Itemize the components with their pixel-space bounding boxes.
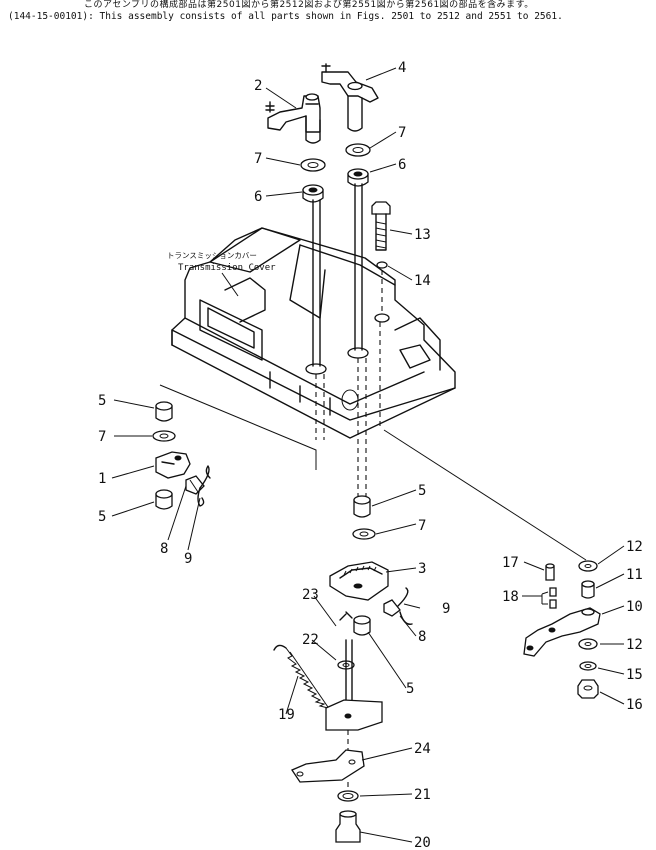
callout-7: 7 — [418, 518, 426, 534]
washer-part-7-upper-left — [300, 158, 326, 172]
callout-7: 7 — [398, 125, 406, 141]
callout-12: 12 — [626, 637, 643, 653]
right-shaft-hidden — [357, 358, 367, 500]
callout-24: 24 — [414, 741, 431, 757]
header-english-note: (144-15-00101): This assembly consists o… — [8, 11, 563, 22]
callout-21: 21 — [414, 787, 431, 803]
lever-part-4 — [321, 63, 379, 132]
callout-10: 10 — [626, 599, 643, 615]
callout-5: 5 — [406, 681, 414, 697]
callout-8: 8 — [160, 541, 168, 557]
callout-23: 23 — [302, 587, 319, 603]
washer-part-7-upper-right — [345, 143, 371, 157]
callout-16: 16 — [626, 697, 643, 713]
washer-part-12-lower — [578, 638, 598, 650]
bushing-part-5-left-upper — [155, 401, 173, 422]
assembly-boundary-left — [159, 384, 317, 470]
plate-part-lower — [325, 699, 383, 731]
callout-4: 4 — [398, 60, 406, 76]
callout-2: 2 — [254, 78, 262, 94]
wire-part-9-left-tail — [197, 487, 205, 507]
nut-part-16 — [577, 679, 599, 699]
callout-3: 3 — [418, 561, 426, 577]
fitting-part-20 — [335, 810, 361, 843]
o-ring-part-14 — [376, 261, 388, 269]
pins-part-18 — [534, 587, 557, 609]
callout-6: 6 — [398, 157, 406, 173]
callout-11: 11 — [626, 567, 643, 583]
seal-part-6-right — [347, 168, 369, 187]
callout-6: 6 — [254, 189, 262, 205]
callout-17: 17 — [502, 555, 519, 571]
seal-part-6-left — [302, 184, 324, 203]
cover-label-japanese: トランスミッションカバー — [167, 251, 257, 260]
callout-13: 13 — [414, 227, 431, 243]
callout-7: 7 — [254, 151, 262, 167]
shaft-left — [312, 199, 321, 367]
screw-part-8-left — [185, 475, 205, 495]
callout-9: 9 — [442, 601, 450, 617]
assembly-boundary-right — [383, 429, 587, 561]
washer-part-12-upper — [578, 560, 598, 572]
callout-20: 20 — [414, 835, 431, 850]
cover-label-english: Transmission Cover — [178, 263, 276, 273]
header-japanese-note: このアセンブリの構成部品は第2501図から第2512図および第2551図から第2… — [84, 0, 534, 10]
callout-22: 22 — [302, 632, 319, 648]
lever-part-1 — [155, 451, 191, 479]
lever-part-10 — [523, 607, 601, 657]
bolt-part-13 — [371, 201, 391, 251]
bushing-part-11 — [581, 580, 595, 599]
washer-part-7-center — [352, 528, 376, 540]
left-shaft-hidden — [315, 374, 325, 440]
cover-label-leader — [221, 272, 239, 297]
callout-9: 9 — [184, 551, 192, 567]
wire-part-9-center — [397, 587, 413, 625]
callout-12: 12 — [626, 539, 643, 555]
callout-14: 14 — [414, 273, 431, 289]
header: このアセンブリの構成部品は第2501図から第2512図および第2551図から第2… — [8, 0, 648, 23]
callout-5: 5 — [98, 509, 106, 525]
washer-part-7-left — [152, 430, 176, 442]
screw-part-8-center — [383, 599, 401, 617]
callout-18: 18 — [502, 589, 519, 605]
sector-part-3 — [329, 561, 389, 601]
pin-part-17 — [545, 563, 555, 581]
callout-5: 5 — [98, 393, 106, 409]
bushing-part-5-center-upper — [353, 495, 371, 518]
leader-lines — [111, 67, 625, 843]
lock-washer-part-15 — [579, 661, 597, 671]
lever-part-2 — [265, 93, 321, 144]
bracket-part-24 — [291, 749, 365, 783]
shaft-right — [354, 183, 363, 351]
bushing-part-5-left-lower — [155, 489, 173, 510]
callout-15: 15 — [626, 667, 643, 683]
callout-5: 5 — [418, 483, 426, 499]
callout-1: 1 — [98, 471, 106, 487]
pin-part-23 — [339, 611, 353, 621]
callout-7: 7 — [98, 429, 106, 445]
callout-19: 19 — [278, 707, 295, 723]
snap-ring-part-21 — [337, 790, 359, 802]
wire-part-9-left — [199, 465, 211, 489]
callout-8: 8 — [418, 629, 426, 645]
bushing-part-5-center-lower — [353, 615, 371, 636]
callout-numbers: 2 4 7 7 6 6 13 14 5 7 1 5 8 9 5 7 3 23 9… — [98, 60, 643, 850]
